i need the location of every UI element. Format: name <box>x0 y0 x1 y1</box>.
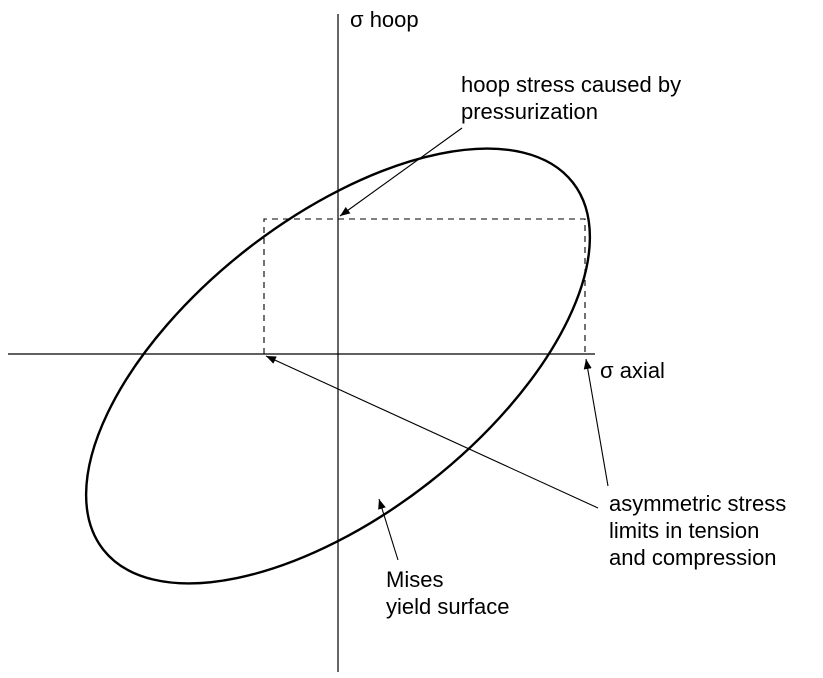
hoop-stress-line-2: pressurization <box>461 99 598 124</box>
asymmetric-limits-line-1: asymmetric stress <box>609 491 787 516</box>
asymmetric-limits-line-2: limits in tension <box>609 518 760 543</box>
hoop-stress-line-1: hoop stress caused by <box>461 72 682 97</box>
yield-surface-line-2: yield surface <box>386 594 510 619</box>
tension-limit-leader <box>583 358 609 487</box>
axial-axis-label: σ axial <box>600 358 665 383</box>
yield-surface-leader <box>378 498 399 561</box>
mises-yield-ellipse <box>84 147 592 585</box>
hoop-axis-label: σ hoop <box>350 7 419 32</box>
asymmetric-limits-annotation: asymmetric stress limits in tension and … <box>609 490 786 571</box>
asymmetric-limits-line-3: and compression <box>609 545 777 570</box>
hoop-stress-leader <box>339 127 463 217</box>
stress-limit-box <box>263 218 586 354</box>
compression-limit-leader <box>265 355 599 509</box>
yield-surface-annotation: Mises yield surface <box>386 566 510 620</box>
hoop-stress-annotation: hoop stress caused by pressurization <box>461 71 681 125</box>
yield-surface-line-1: Mises <box>386 567 444 592</box>
